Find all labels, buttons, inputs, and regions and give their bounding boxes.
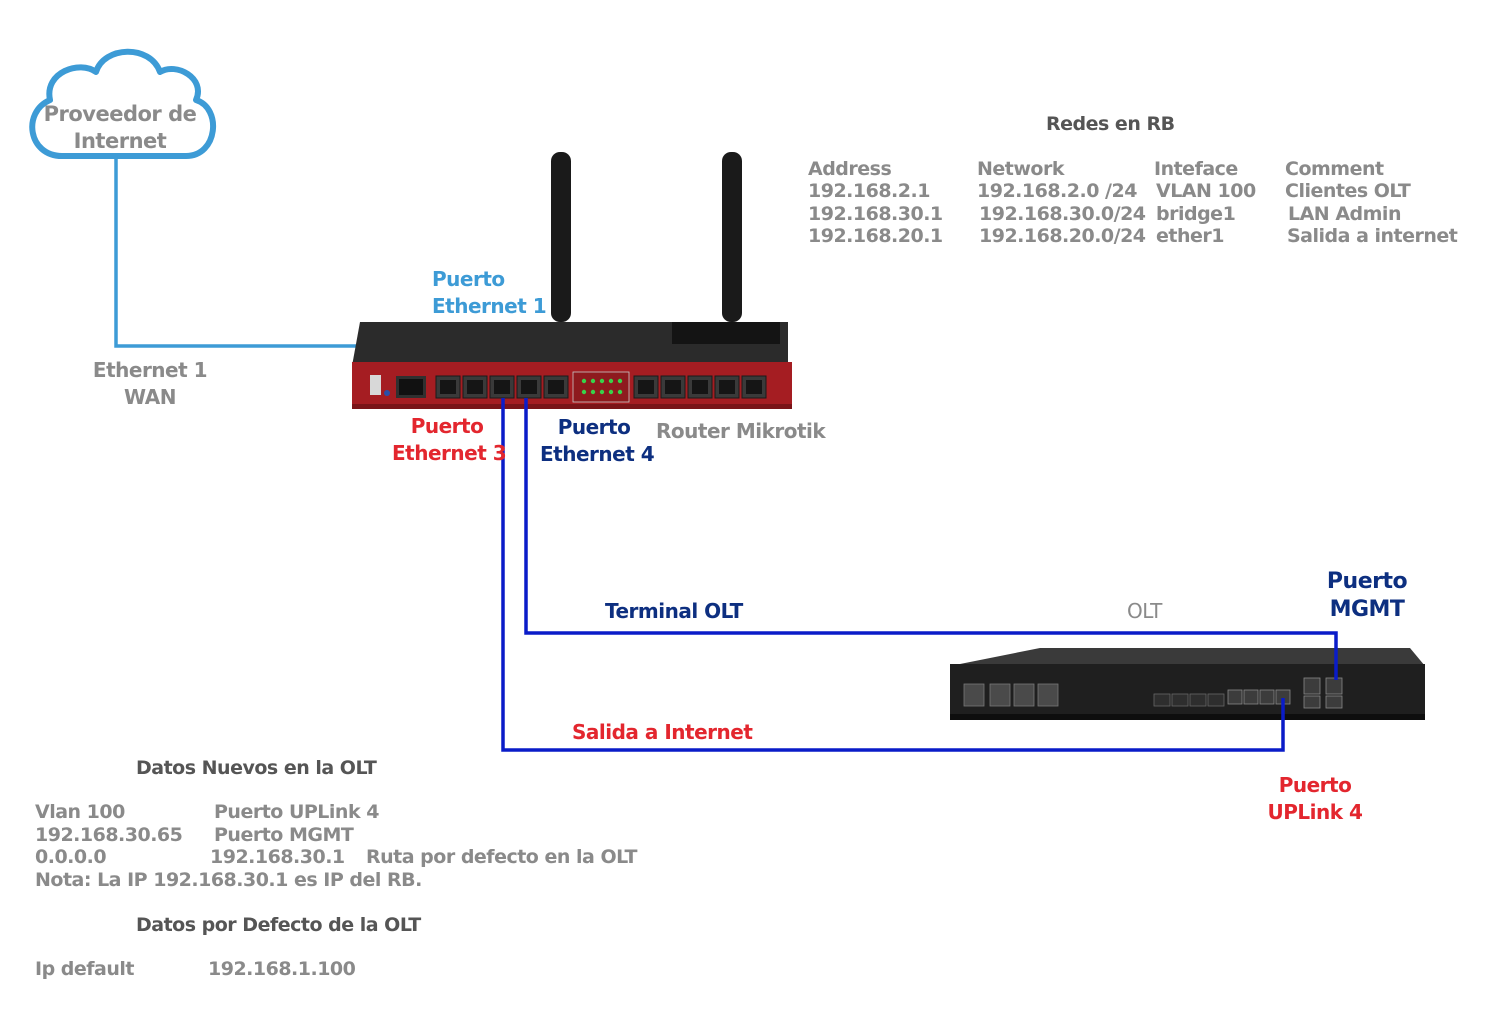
networks-cell: 192.168.30.1: [808, 203, 943, 225]
networks-cell: 192.168.20.0/24: [979, 225, 1146, 247]
cloud-label: Proveedor de Internet: [43, 102, 197, 153]
olt-default-label: Ip default: [35, 958, 134, 980]
networks-cell: Salida a internet: [1287, 225, 1458, 247]
networks-cell: 192.168.30.0/24: [979, 203, 1146, 225]
router-mikrotik-icon: [352, 322, 792, 409]
router-name-label: Router Mikrotik: [656, 419, 826, 443]
olt-default-value: 192.168.1.100: [208, 958, 356, 980]
olt-default-title: Datos por Defecto de la OLT: [136, 914, 421, 936]
salida-internet-label: Salida a Internet: [572, 720, 753, 744]
olt-new-title: Datos Nuevos en la OLT: [136, 757, 377, 779]
olt-device-icon: [950, 648, 1425, 720]
olt-new-cell: 192.168.30.65: [35, 824, 183, 846]
networks-header-network: Network: [977, 158, 1064, 180]
olt-new-cell: 0.0.0.0: [35, 846, 107, 868]
terminal-olt-cable: [524, 398, 1338, 680]
networks-cell: Clientes OLT: [1285, 180, 1411, 202]
olt-new-note: Nota: La IP 192.168.30.1 es IP del RB.: [35, 869, 422, 891]
networks-title: Redes en RB: [1046, 113, 1175, 135]
networks-cell: bridge1: [1156, 203, 1236, 225]
networks-header-interface: Inteface: [1154, 158, 1238, 180]
router-antenna-right: [722, 152, 742, 322]
networks-cell: ether1: [1156, 225, 1224, 247]
networks-cell: 192.168.20.1: [808, 225, 943, 247]
networks-header-comment: Comment: [1285, 158, 1384, 180]
olt-new-cell: Vlan 100: [35, 801, 125, 823]
networks-header-address: Address: [808, 158, 892, 180]
networks-cell: LAN Admin: [1288, 203, 1401, 225]
cloud-icon: [29, 48, 217, 159]
olt-new-cell: Ruta por defecto en la OLT: [366, 846, 638, 868]
olt-new-cell: Puerto MGMT: [214, 824, 354, 846]
terminal-olt-label: Terminal OLT: [605, 599, 743, 623]
networks-cell: 192.168.2.1: [808, 180, 930, 202]
salida-internet-cable: [501, 398, 1285, 752]
networks-cell: VLAN 100: [1156, 180, 1256, 202]
olt-new-cell: 192.168.30.1: [210, 846, 345, 868]
olt-label: OLT: [1127, 599, 1162, 623]
networks-cell: 192.168.2.0 /24: [977, 180, 1137, 202]
router-antenna-left: [551, 152, 571, 322]
olt-new-cell: Puerto UPLink 4: [214, 801, 379, 823]
